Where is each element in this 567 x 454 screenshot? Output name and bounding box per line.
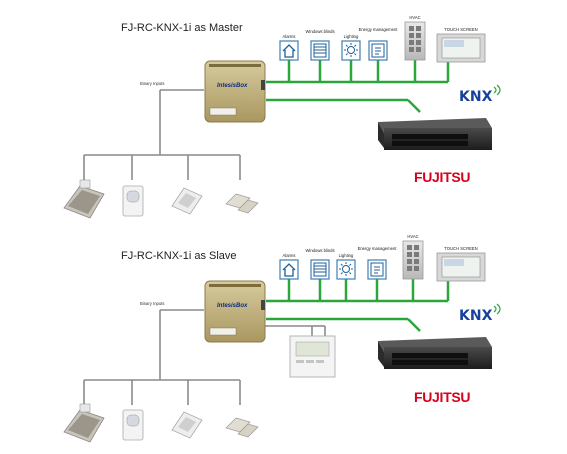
hvac-device: HVAC [402, 234, 424, 280]
section-title: FJ-RC-KNX-1i as Master [121, 22, 243, 34]
knx-logo: KNX [459, 84, 501, 105]
section-slave: FJ-RC-KNX-1i as Slave B [63, 234, 501, 443]
gateway-brand: IntesisBox [217, 83, 248, 89]
motion-sensor-icon [122, 409, 144, 441]
wall-switch-icon [171, 411, 203, 439]
device-label: Alarms [282, 253, 295, 258]
hvac-panel-icon [409, 26, 421, 52]
key-card-switch-icon [63, 403, 105, 443]
wall-switch-icon [171, 187, 203, 215]
motion-sensor-icon [122, 185, 144, 217]
binary-inputs-label: Binary Inputs [140, 301, 164, 306]
wired-remote-controller [289, 335, 336, 378]
ducted-ac-unit [378, 337, 492, 369]
binary-input-wiring [83, 309, 241, 405]
touch-screen-device: TOUCH SCREEN [436, 246, 486, 282]
device-label: HVAC [407, 234, 418, 239]
house-alarm-icon [282, 263, 296, 277]
section-title: FJ-RC-KNX-1i as Slave [121, 250, 237, 262]
window-blinds-icon [313, 43, 327, 58]
light-bulb-icon [344, 43, 358, 57]
knx-logo-text: KNX [459, 308, 493, 324]
hvac-panel-icon [407, 245, 419, 271]
device-label: TOUCH SCREEN [444, 246, 477, 251]
intesisbox-gateway: IntesisBox [204, 280, 266, 343]
key-card-switch-icon [63, 179, 105, 219]
hvac-device: HVAC [404, 15, 426, 61]
blinds-device: Windows blinds [305, 29, 335, 61]
device-label: Energy management [359, 27, 399, 32]
door-contact-icon [225, 417, 259, 438]
light-bulb-icon [339, 262, 353, 276]
device-label: Lighting [339, 253, 354, 258]
touch-screen-device: TOUCH SCREEN [436, 27, 486, 63]
house-alarm-icon [282, 44, 296, 58]
knx-bus [266, 275, 450, 332]
energy-device: Energy management [358, 246, 398, 280]
energy-meter-icon [370, 262, 384, 277]
alarms-device: Alarms [279, 34, 299, 61]
energy-device: Energy management [359, 27, 399, 61]
knx-logo: KNX [459, 303, 501, 324]
alarms-device: Alarms [279, 253, 299, 280]
device-label: Windows blinds [305, 248, 334, 253]
knx-logo-text: KNX [459, 89, 493, 105]
blinds-device: Windows blinds [305, 248, 335, 280]
knx-devices: Alarms Windows blinds Lighting [279, 234, 486, 282]
binary-devices [63, 403, 259, 443]
binary-input-wiring [83, 89, 241, 180]
remote-wiring [262, 325, 326, 336]
device-label: HVAC [409, 15, 420, 20]
device-label: Lighting [344, 34, 359, 39]
knx-devices: Alarms Windows blinds Lighting [279, 15, 486, 63]
window-blinds-icon [313, 262, 327, 277]
fujitsu-logo: FUJITSU [414, 389, 470, 405]
device-label: Windows blinds [305, 29, 334, 34]
device-label: Energy management [358, 246, 398, 251]
lighting-device: Lighting [336, 253, 356, 280]
gateway-brand: IntesisBox [217, 303, 248, 309]
intesisbox-gateway: IntesisBox [204, 60, 266, 123]
device-label: TOUCH SCREEN [444, 27, 477, 32]
section-master: FJ-RC-KNX-1i as Master Binary Inputs [63, 15, 501, 219]
device-label: Alarms [282, 34, 295, 39]
door-contact-icon [225, 193, 259, 214]
binary-inputs-label: Binary Inputs [140, 81, 164, 86]
ducted-ac-unit [378, 118, 492, 150]
energy-meter-icon [371, 43, 385, 58]
knx-bus [266, 56, 450, 113]
binary-devices [63, 179, 259, 219]
fujitsu-logo: FUJITSU [414, 169, 470, 185]
lighting-device: Lighting [341, 34, 361, 61]
